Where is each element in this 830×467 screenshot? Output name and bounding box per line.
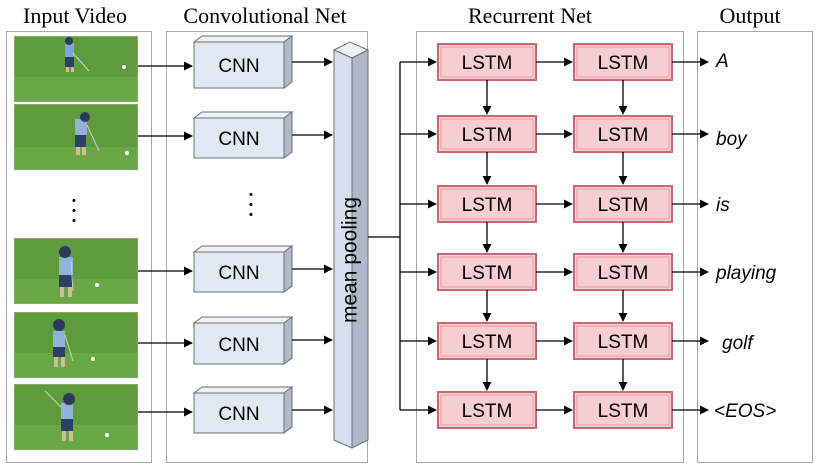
lstm-layer2-step1: LSTM <box>573 43 673 81</box>
video-frame-2 <box>14 104 138 170</box>
lstm-label: LSTM <box>598 263 649 284</box>
cnn-box-4: CNN <box>192 316 294 365</box>
lstm-label: LSTM <box>462 263 513 284</box>
cnn-label-3: CNN <box>218 263 259 284</box>
lstm-label: LSTM <box>598 53 649 74</box>
video-frame-1 <box>14 36 138 102</box>
convolutional-net-title: Convolutional Net <box>183 3 347 28</box>
mean-pooling-label: mean pooling <box>339 197 362 323</box>
cnn-label-2: CNN <box>218 129 259 150</box>
frames-ellipsis: ··· <box>69 186 79 235</box>
output-word-4: playing <box>716 263 777 284</box>
mean-pooling-box: mean pooling <box>332 41 370 449</box>
lstm-layer1-step3: LSTM <box>437 185 537 223</box>
output-word-5: golf <box>722 333 753 354</box>
output-title: Output <box>719 3 781 28</box>
lstm-layer1-step2: LSTM <box>437 115 537 153</box>
video-frame-4 <box>14 312 138 378</box>
cnn-box-1: CNN <box>192 35 294 89</box>
lstm-layer2-step3: LSTM <box>573 185 673 223</box>
lstm-label: LSTM <box>462 332 513 353</box>
video-frame-5 <box>14 384 138 450</box>
lstm-label: LSTM <box>462 125 513 146</box>
cnn-label-5: CNN <box>218 404 259 425</box>
recurrent-net-title: Recurrent Net <box>468 3 592 28</box>
lstm-label: LSTM <box>462 401 513 422</box>
video-frame-3 <box>14 238 138 304</box>
cnn-box-2: CNN <box>192 111 294 159</box>
lstm-layer2-step5: LSTM <box>573 322 673 360</box>
cnn-box-3: CNN <box>192 245 294 293</box>
cnn-box-5: CNN <box>192 386 294 434</box>
lstm-label: LSTM <box>462 53 513 74</box>
cnn-label-1: CNN <box>218 56 259 77</box>
output-word-3: is <box>716 195 730 216</box>
output-word-1: A <box>716 51 729 72</box>
lstm-layer2-step6: LSTM <box>573 391 673 429</box>
lstm-layer1-step5: LSTM <box>437 322 537 360</box>
output-word-2: boy <box>716 129 747 150</box>
lstm-layer1-step4: LSTM <box>437 253 537 291</box>
lstm-layer2-step2: LSTM <box>573 115 673 153</box>
lstm-layer2-step4: LSTM <box>573 253 673 291</box>
lstm-label: LSTM <box>598 125 649 146</box>
lstm-label: LSTM <box>598 195 649 216</box>
lstm-label: LSTM <box>598 401 649 422</box>
lstm-label: LSTM <box>462 195 513 216</box>
lstm-layer1-step1: LSTM <box>437 43 537 81</box>
input-video-title: Input Video <box>23 3 127 28</box>
cnn-label-4: CNN <box>218 335 259 356</box>
lstm-layer1-step6: LSTM <box>437 391 537 429</box>
output-panel <box>697 31 813 463</box>
cnn-ellipsis: ··· <box>246 180 256 229</box>
lstm-label: LSTM <box>598 332 649 353</box>
output-word-6: <EOS> <box>714 401 777 422</box>
